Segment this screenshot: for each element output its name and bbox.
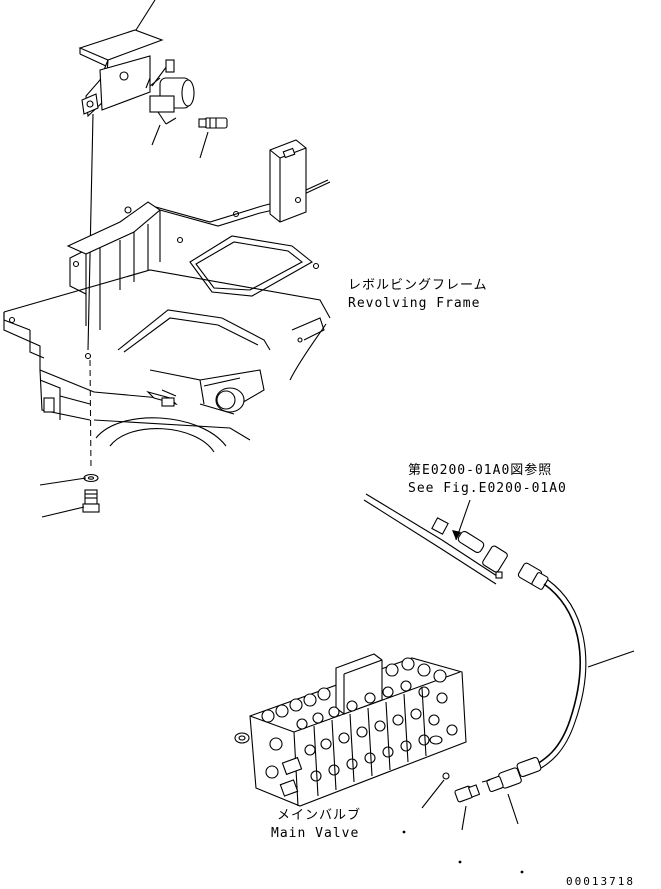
leader-line-washer [39, 477, 87, 486]
switch-bolt [198, 117, 228, 129]
leader-line-bolt-lower [41, 506, 85, 518]
washer [83, 473, 99, 483]
mounting-bolt [82, 489, 100, 513]
bracket-support-line [87, 113, 94, 351]
pressure-switch [454, 779, 491, 831]
revolving-frame-label-en: Revolving Frame [348, 296, 481, 311]
see-fig-label-jp: 第E0200-01A0図参照 [408, 463, 553, 478]
mounting-bracket [78, 29, 164, 118]
leader-line-connector [507, 793, 519, 825]
main-valve-label-jp: メインバルブ [277, 808, 362, 823]
leader-line-switch [151, 124, 161, 146]
leader-line-main-valve [421, 779, 445, 809]
wiring-harness [363, 493, 508, 585]
see-fig-label-en: See Fig.E0200-01A0 [408, 481, 567, 496]
bolt-center-line [89, 359, 92, 471]
sensor-harness [486, 562, 635, 793]
revolving-frame [3, 139, 331, 453]
leader-line-bolt [199, 131, 209, 159]
main-valve [234, 653, 467, 807]
main-valve-label-en: Main Valve [271, 826, 360, 841]
drawing-number: 00013718 [566, 875, 635, 888]
limit-switch [145, 59, 195, 125]
revolving-frame-label-jp: レボルビングフレーム [348, 278, 488, 293]
leader-line-top [135, 0, 156, 31]
